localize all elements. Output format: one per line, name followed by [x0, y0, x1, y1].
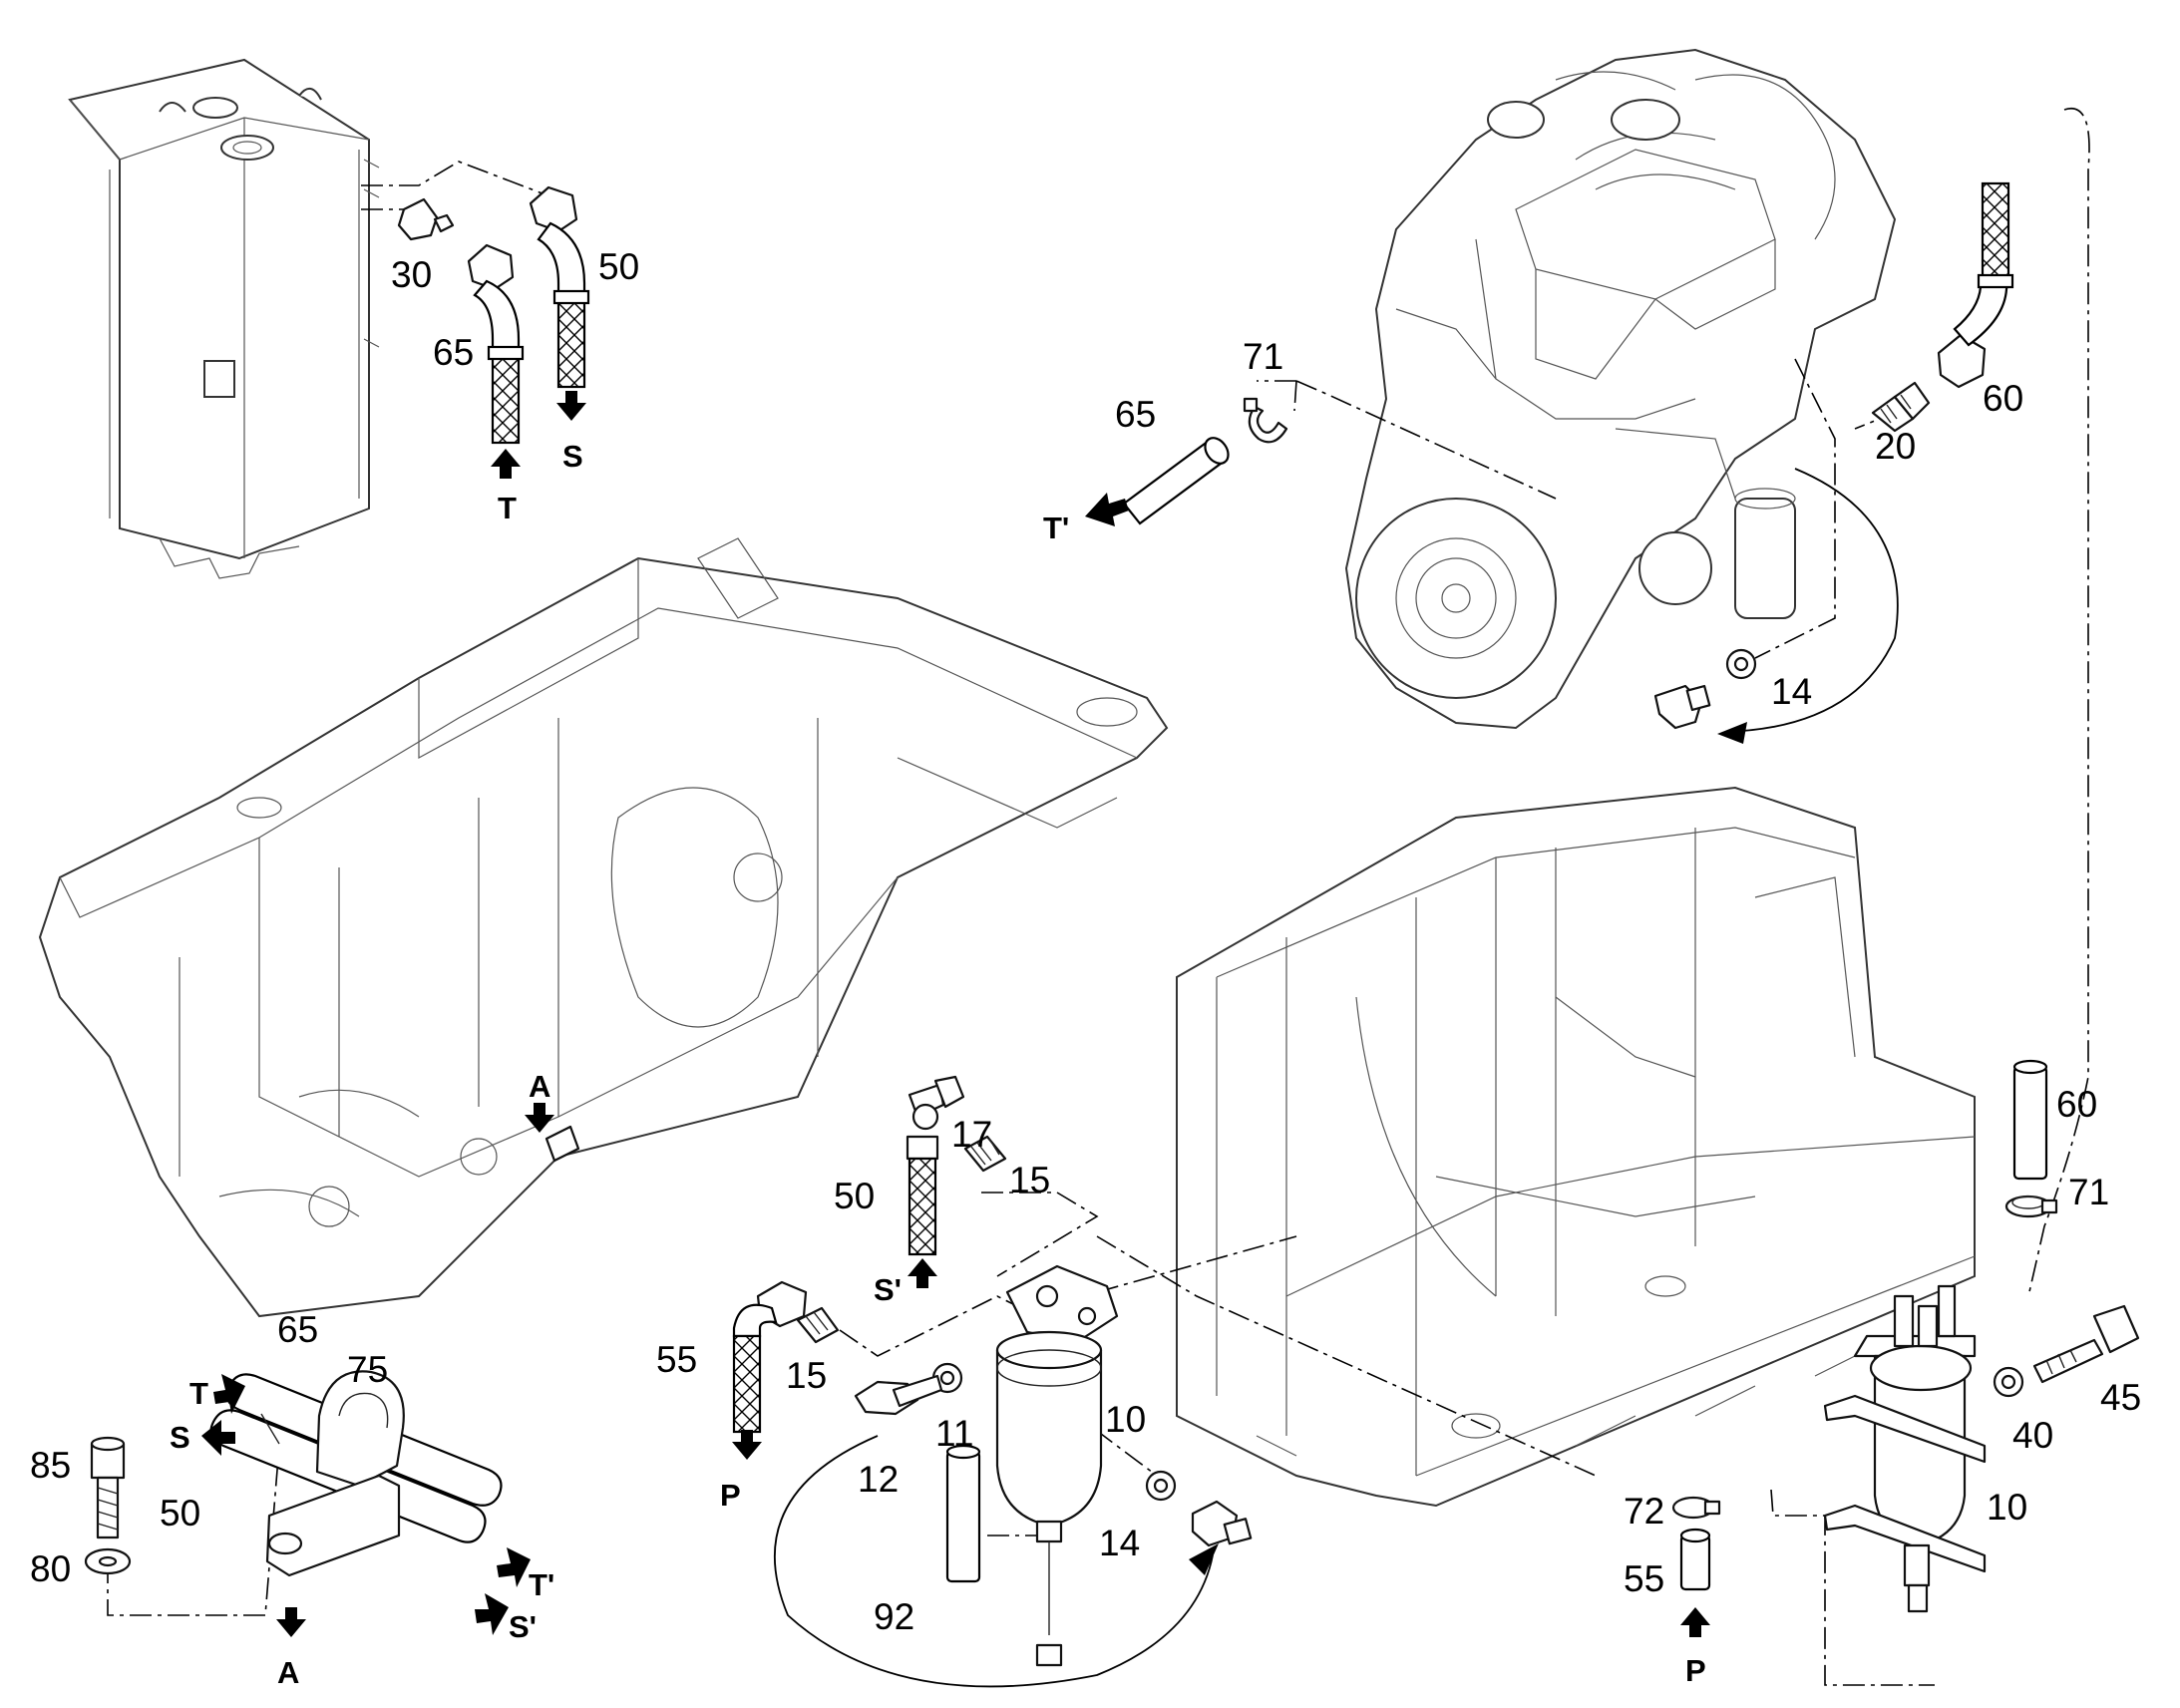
- clamp-75: [265, 1370, 405, 1577]
- callout-65-clamp: 65: [277, 1309, 318, 1350]
- tank-hose-group: 30 65 50 T S: [361, 161, 639, 525]
- arrow-up-T: [491, 449, 521, 479]
- callout-92: 92: [874, 1596, 914, 1637]
- callout-80: 80: [30, 1548, 71, 1589]
- hose-65-engine: [1122, 437, 1230, 525]
- callout-72: 72: [1624, 1491, 1664, 1532]
- bolt-45: [2032, 1304, 2140, 1384]
- filter-head: [1005, 1264, 1119, 1344]
- fitting-30: [397, 197, 455, 241]
- bolt-85: [90, 1436, 126, 1539]
- callout-10-right: 10: [1987, 1487, 2027, 1528]
- callout-17: 17: [951, 1114, 992, 1155]
- fuel-tank: [68, 58, 380, 579]
- callout-20: 20: [1875, 426, 1916, 467]
- callout-50-mid: 50: [834, 1176, 875, 1216]
- callout-65: 65: [433, 332, 474, 373]
- clamp-71-right: [2004, 1195, 2058, 1218]
- callout-40: 40: [2012, 1415, 2053, 1456]
- arrow-S-prime-clamp: [475, 1593, 509, 1635]
- callout-60-engine: 60: [1983, 378, 2023, 419]
- callout-50: 50: [598, 246, 639, 287]
- hose-50-braided: [906, 1135, 939, 1256]
- arrow-down-S: [556, 391, 586, 421]
- callout-14-engine: 14: [1771, 671, 1812, 712]
- fitting-15-upper: [963, 1135, 1007, 1173]
- drain-plug-engine: [1653, 684, 1711, 730]
- hose-50-tank: [529, 185, 590, 389]
- arrow-S-clamp: [201, 1420, 235, 1456]
- callout-45: 45: [2100, 1377, 2141, 1418]
- clamp-71-engine: [1243, 397, 1288, 444]
- drain-plug-mid: [1191, 1500, 1253, 1547]
- hose-65-tank: [467, 243, 525, 445]
- arrow-S-prime: [908, 1258, 937, 1288]
- callout-S-prime-clamp: S': [509, 1609, 537, 1644]
- callout-12: 12: [858, 1459, 899, 1500]
- callout-50-clamp: 50: [160, 1493, 200, 1534]
- callout-85: 85: [30, 1445, 71, 1486]
- fitting-15-lower: [796, 1306, 840, 1344]
- callout-A-frame: A: [529, 1069, 550, 1104]
- callout-15-upper: 15: [1009, 1160, 1050, 1200]
- arrow-T-clamp: [213, 1374, 245, 1414]
- left-chassis-frame: [38, 537, 1169, 1318]
- right-chassis-frame: [1176, 786, 1976, 1508]
- callout-T-prime-clamp: T': [529, 1567, 554, 1602]
- callout-14-mid: 14: [1099, 1523, 1140, 1563]
- callout-30: 30: [391, 254, 432, 295]
- elbow-17: [908, 1075, 965, 1131]
- callout-P-right: P: [1685, 1653, 1706, 1688]
- callout-60-right: 60: [2056, 1084, 2097, 1125]
- callout-S-clamp: S: [170, 1420, 190, 1455]
- engine: [1344, 48, 1897, 730]
- filter-cartridge-10: [995, 1330, 1103, 1667]
- bolt-12: [854, 1374, 943, 1416]
- callout-T-clamp: T: [189, 1376, 208, 1411]
- arrow-T-prime-engine: [1085, 493, 1129, 526]
- hose-60-braided: [1937, 181, 2014, 389]
- callout-55-right: 55: [1624, 1558, 1664, 1599]
- pump-10-right: [1823, 1284, 1987, 1613]
- fitting-20: [1871, 381, 1931, 433]
- callout-65-engine: 65: [1115, 394, 1156, 435]
- callout-P-mid: P: [720, 1478, 741, 1513]
- arrow-T-prime-clamp: [497, 1547, 531, 1587]
- callout-71-right: 71: [2068, 1172, 2109, 1212]
- fuel-filter-assembly: 17 15 50 S' 55 15 P 11 10 12 14 92: [656, 1075, 1597, 1688]
- callout-75: 75: [347, 1349, 388, 1390]
- callout-S-prime: S': [874, 1272, 902, 1307]
- hose-55-short: [1679, 1528, 1711, 1591]
- arrow-A-frame: [525, 1103, 554, 1133]
- callout-T: T: [498, 491, 517, 525]
- hose-clamp-detail: 65 75 T S 50 85 80 A T' S': [30, 1309, 554, 1690]
- fuel-pump-detail: 60 71 45 40 10 72 55 P: [1624, 1059, 2141, 1688]
- arrow-P-right: [1680, 1607, 1710, 1637]
- callout-A-clamp: A: [277, 1655, 299, 1690]
- callout-55-mid: 55: [656, 1339, 697, 1380]
- engine-fittings: 71 65 T' 20 60 14: [1043, 108, 2090, 1297]
- arrow-A-clamp: [276, 1607, 306, 1637]
- tube-92: [945, 1444, 981, 1583]
- clamp-mount-block: [545, 1125, 580, 1163]
- callout-10-mid: 10: [1105, 1399, 1146, 1440]
- callout-71-engine: 71: [1243, 336, 1283, 377]
- hose-60-rubber: [2012, 1059, 2048, 1181]
- callout-S: S: [562, 439, 583, 474]
- callout-15-lower: 15: [786, 1355, 827, 1396]
- callout-11: 11: [935, 1413, 973, 1454]
- clamp-72: [1671, 1496, 1721, 1520]
- callout-T-prime-engine: T': [1043, 511, 1069, 545]
- arrow-P-mid: [732, 1430, 762, 1460]
